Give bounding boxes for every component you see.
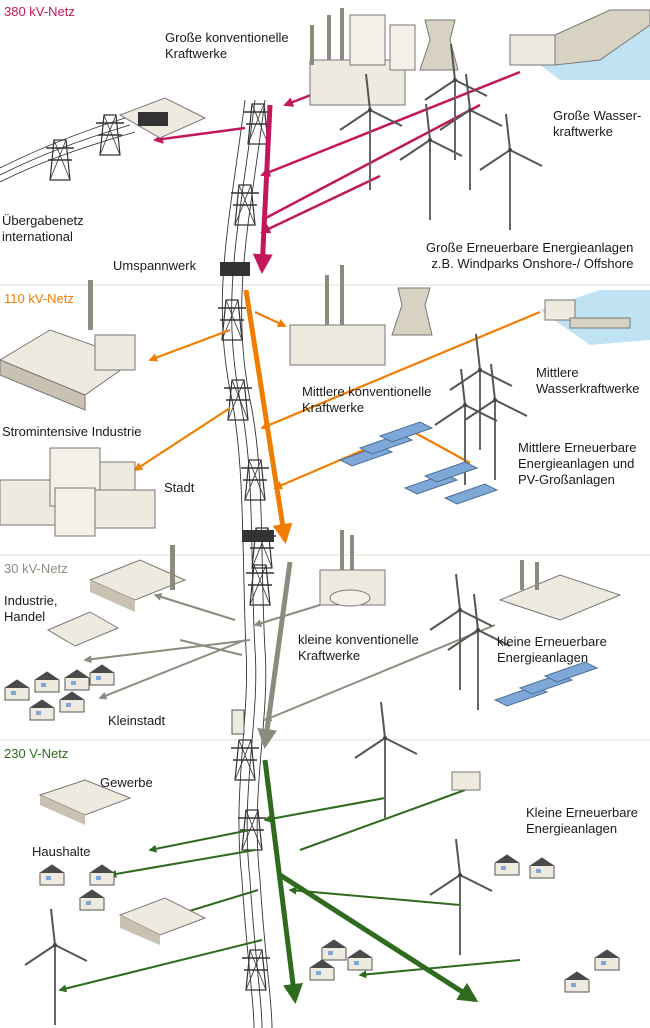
section-title-110kv: 110 kV-Netz bbox=[4, 291, 74, 306]
lines-110kv bbox=[133, 289, 541, 544]
umspannwerk-box bbox=[220, 262, 250, 276]
wind-turbine-230-c bbox=[429, 838, 493, 956]
small-renewables-30-icon bbox=[429, 560, 622, 711]
label-international: Übergabenetz international bbox=[2, 213, 84, 244]
label-substation: Umspannwerk bbox=[113, 258, 197, 273]
small-town-icon bbox=[4, 664, 115, 721]
industry-icon bbox=[0, 280, 137, 411]
substation-box-3 bbox=[231, 709, 245, 735]
label-industry-trade: Industrie, Handel bbox=[4, 593, 58, 624]
label-industry: Stromintensive Industrie bbox=[2, 424, 142, 439]
large-power-plant-icon bbox=[309, 8, 459, 106]
label-small-renewables-30: kleine Erneuerbare Energieanlagen bbox=[497, 634, 607, 665]
medium-power-plant-icon bbox=[289, 265, 433, 366]
wind-turbine-230-b bbox=[24, 908, 88, 1026]
substation-box-2 bbox=[242, 530, 274, 542]
label-medium-conventional: Mittlere konventionelle Kraftwerke bbox=[302, 384, 432, 415]
label-medium-renewables: Mittlere Erneuerbare Energieanlagen und … bbox=[518, 440, 637, 487]
small-power-plant-icon bbox=[319, 530, 386, 607]
medium-hydro-icon bbox=[540, 290, 650, 345]
city-icon bbox=[0, 447, 156, 537]
warehouse-icon bbox=[118, 897, 207, 945]
large-hydro-icon bbox=[509, 9, 650, 80]
label-large-conventional: Große konventionelle Kraftwerke bbox=[165, 30, 289, 61]
households-icon bbox=[39, 864, 115, 911]
international-lines bbox=[0, 114, 136, 183]
label-city: Stadt bbox=[164, 480, 195, 495]
label-small-town: Kleinstadt bbox=[108, 713, 166, 728]
section-title-30kv: 30 kV-Netz bbox=[4, 561, 68, 576]
section-title-230v: 230 V-Netz bbox=[4, 746, 69, 761]
label-medium-hydro: Mittlere Wasserkraftwerke bbox=[536, 365, 640, 396]
industry-trade-icon bbox=[46, 545, 187, 647]
lines-380kv bbox=[153, 70, 521, 274]
label-small-conventional: kleine konventionelle Kraftwerke bbox=[298, 632, 419, 663]
wind-turbine-230-a bbox=[354, 701, 418, 819]
commercial-icon bbox=[38, 779, 132, 825]
wind-farm-medium-icon bbox=[434, 333, 528, 486]
lines-30kv bbox=[83, 561, 496, 749]
label-large-renewables: Große Erneuerbare Energieanlagen z.B. Wi… bbox=[426, 240, 634, 271]
label-small-renewables-230: Kleine Erneuerbare Energieanlagen bbox=[526, 805, 639, 836]
label-large-hydro: Große Wasser- kraftwerke bbox=[553, 108, 642, 139]
label-households: Haushalte bbox=[32, 844, 91, 859]
section-title-380kv: 380 kV-Netz bbox=[4, 4, 75, 19]
small-factory-icon bbox=[451, 771, 481, 791]
lines-230v bbox=[58, 759, 521, 1004]
international-substation-icon bbox=[118, 97, 207, 139]
label-commercial: Gewerbe bbox=[100, 775, 153, 790]
